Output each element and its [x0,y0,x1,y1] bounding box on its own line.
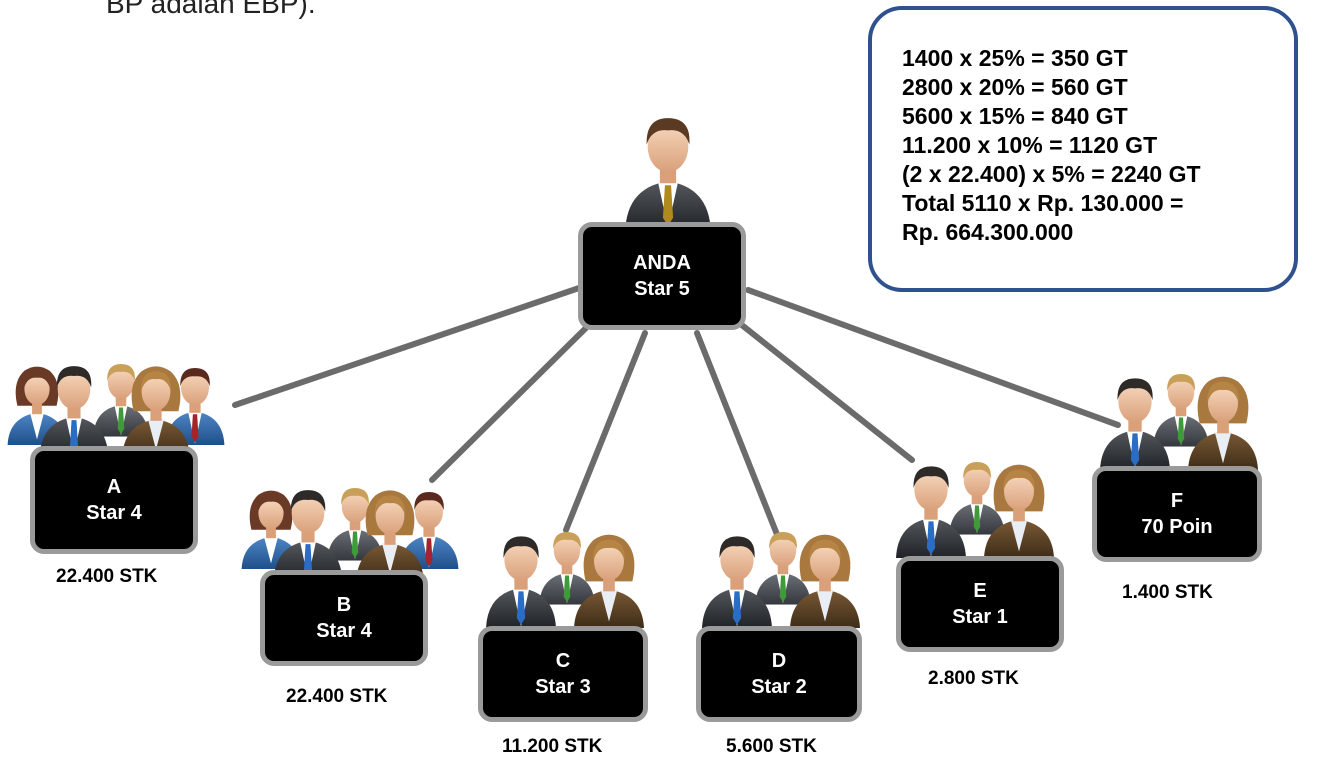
volume-c: 11.200 STK [502,736,603,757]
node-rank-c: Star 3 [535,676,591,698]
calc-line-6: Total 5110 x Rp. 130.000 = [902,190,1184,216]
node-name-c: C [555,650,571,672]
node-box-root: ANDA Star 5 [578,222,746,330]
connector-a [232,284,585,408]
calc-line-7: Rp. 664.300.000 [902,219,1074,245]
node-name-d: D [771,650,787,672]
node-rank-e: Star 1 [952,606,1008,628]
connector-e [735,319,915,463]
people-group-icon-c [478,524,658,628]
calc-line-3: 5600 x 15% = 840 GT [902,103,1128,129]
calc-line-5: (2 x 22.400) x 5% = 2240 GT [902,161,1201,187]
volume-a: 22.400 STK [56,566,158,587]
node-rank-a: Star 4 [86,502,142,524]
connector-d [694,330,783,545]
volume-d: 5.600 STK [726,736,817,757]
node-name-e: E [973,580,987,602]
node-rank-f: 70 Poin [1141,516,1213,538]
volume-e: 2.800 STK [928,668,1019,689]
node-name-root: ANDA [633,252,691,274]
node-rank-d: Star 2 [751,676,807,698]
connector-c [563,330,648,533]
people-group-icon-e [888,454,1068,558]
node-name-b: B [336,594,352,616]
node-box-e: E Star 1 [896,556,1064,652]
node-box-c: C Star 3 [478,626,648,722]
connector-f [745,287,1121,428]
node-box-b: B Star 4 [260,570,428,666]
node-name-f: F [1170,490,1184,512]
volume-b: 22.400 STK [286,686,388,707]
node-rank-root: Star 5 [634,278,690,300]
volume-f: 1.400 STK [1122,582,1213,603]
connector-b [429,319,595,483]
node-rank-b: Star 4 [316,620,372,642]
node-box-d: D Star 2 [696,626,862,722]
people-group-icon-a [2,356,232,456]
calc-line-1: 1400 x 25% = 350 GT [902,45,1128,71]
node-name-a: A [106,476,122,498]
people-group-icon-b [236,480,466,580]
people-group-icon-d [694,524,874,628]
calculation-box: 1400 x 25% = 350 GT 2800 x 20% = 560 GT … [868,6,1298,292]
people-group-icon-f [1092,366,1272,470]
calc-line-4: 11.200 x 10% = 1120 GT [902,132,1158,158]
node-box-a: A Star 4 [30,446,198,554]
person-icon-root [612,108,724,230]
node-box-f: F 70 Poin [1092,466,1262,562]
header-text-fragment: BP adalah EBP). [106,0,316,19]
calc-line-2: 2800 x 20% = 560 GT [902,74,1128,100]
